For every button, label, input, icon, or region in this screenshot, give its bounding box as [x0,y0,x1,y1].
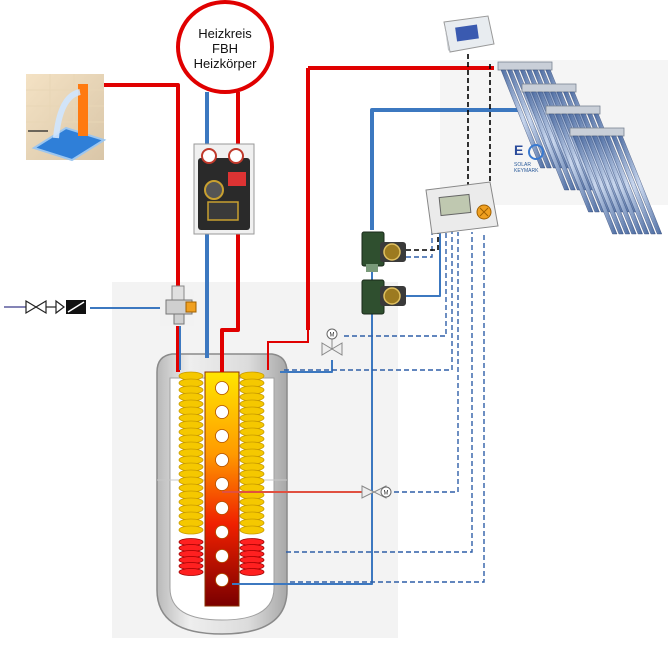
collector-tube [555,113,600,213]
rod-hole [215,405,229,419]
solar-keymark-text: SOLAR KEYMARK [514,162,539,174]
collector-tube [507,69,552,169]
coil-winding [178,525,204,535]
svg-text:M: M [330,333,335,339]
rod-hole [215,525,229,539]
collector-tube [531,91,576,191]
coil-winding [178,568,204,576]
coil-winding [239,525,265,535]
solar-keymark-logo: E SOLAR KEYMARK [514,142,548,176]
pump-icon [361,279,406,315]
collector-header [545,105,601,115]
solar-collector-icon [497,61,663,235]
heating-circuit-label [176,0,274,94]
solar-keymark-letter: E [514,142,524,158]
rod-hole [215,429,229,443]
heating-circuit-radiators: Heizkörper [193,56,257,71]
solar-coil [178,538,265,576]
heat-rod [204,371,240,607]
collector-tube [585,135,631,235]
heating-circuit-title: Heizkreis [198,26,252,41]
three-way-valve-icon: M [321,328,343,356]
collector-tube [604,135,650,235]
gate-valve-icon [25,299,47,315]
hot-water-pipes [82,66,494,372]
cold-water-pipes [205,92,520,358]
faucet-icon [26,74,107,162]
heating-station-icon [193,143,255,235]
collector-tube [572,135,618,235]
collector-tube [579,135,624,235]
collector-header [569,127,625,137]
control-lines [406,54,491,251]
sensor-display-icon [443,15,495,53]
collector-tube [617,135,663,235]
solar-keymark-ring [528,144,544,160]
rod-hole [215,381,229,395]
rod-hole [215,573,229,587]
collector-tube [598,135,643,235]
collector-tube [591,135,637,235]
svg-text:M: M [384,491,389,497]
pump-icon [361,231,406,272]
collector-tube [548,113,594,213]
check-valve-icon [46,299,86,315]
coil-winding [239,568,265,576]
thin-hot-line [267,308,309,370]
rod-hole [215,501,229,515]
blue-thin-lines [90,232,441,585]
heating-coil [178,371,265,535]
collector-tube [611,135,656,235]
rod-hole [215,453,229,467]
collector-header [521,83,577,93]
collector-tube [500,69,546,169]
rod-hole [215,549,229,563]
sensor-lines [284,232,485,583]
mixing-valve-icon [160,285,197,326]
solar-controller-icon [425,181,499,235]
collector-header [497,61,553,71]
three-way-valve-icon: M [361,485,392,499]
heating-circuit-floor-heating: FBH [212,41,238,56]
rod-hole [215,477,229,491]
collector-tube [524,91,570,191]
